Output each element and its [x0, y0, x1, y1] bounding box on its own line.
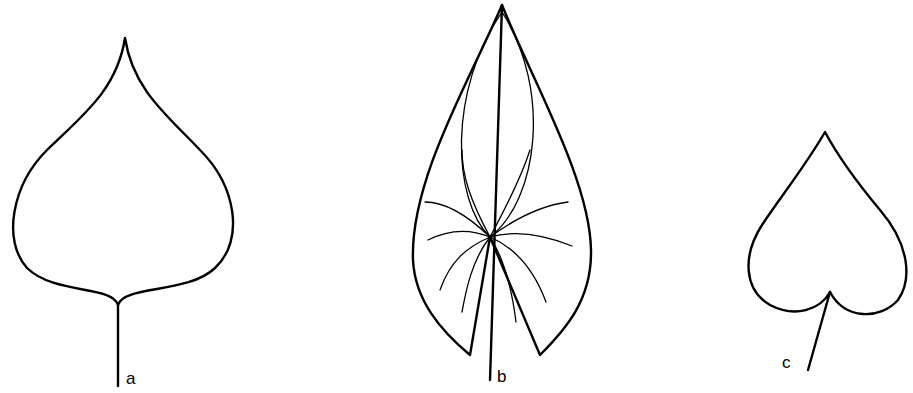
leaf-c-petiole: [808, 292, 830, 370]
leaf-c-outline: [749, 132, 907, 314]
leaf-b-vein: [490, 237, 546, 302]
figure-letter: a: [126, 370, 135, 387]
leaf-b-vein: [440, 237, 490, 290]
leaf-b-vein: [490, 12, 533, 237]
leaf-a-outline: [13, 38, 233, 305]
figure-letter: b: [497, 368, 506, 385]
leaf-b-vein: [428, 231, 490, 240]
leaf-b-vein: [462, 237, 490, 312]
figure-letter: c: [782, 354, 791, 371]
leaf-b-outline: [413, 5, 591, 355]
leaf-b-vein: [490, 237, 516, 322]
leaf-b-midrib: [490, 5, 502, 380]
leaf-a-petiole: [117, 305, 119, 386]
leaf-b-vein: [490, 202, 568, 237]
leaf-b-vein: [461, 12, 502, 237]
